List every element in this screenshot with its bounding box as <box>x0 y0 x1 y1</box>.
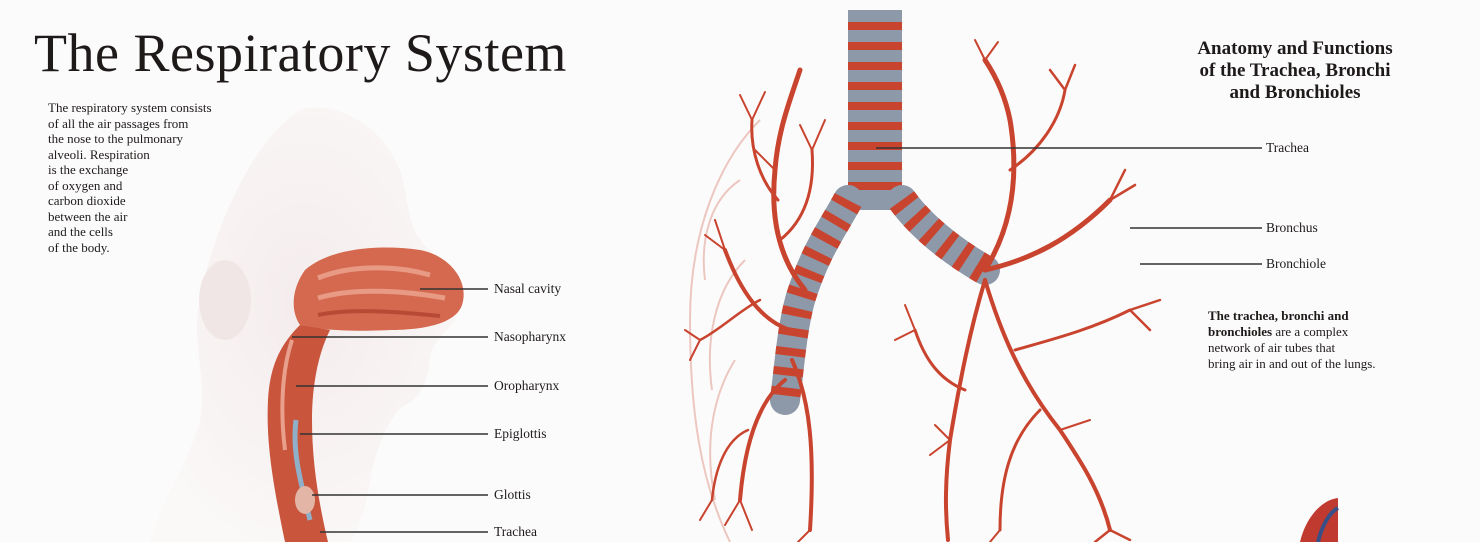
intro-line: carbon dioxide <box>48 193 308 209</box>
desc-bold: The trachea, bronchi and <box>1208 308 1349 323</box>
label-trachea-right: Trachea <box>1266 140 1309 156</box>
desc-text: are a complex <box>1272 324 1348 339</box>
label-epiglottis: Epiglottis <box>494 426 547 442</box>
section-title-line: and Bronchioles <box>1140 82 1450 104</box>
main-bronchi <box>785 200 985 400</box>
intro-line: of the body. <box>48 240 308 256</box>
intro-line: The respiratory system consists <box>48 100 308 116</box>
label-bronchus: Bronchus <box>1266 220 1318 236</box>
intro-line: of all the air passages from <box>48 116 308 132</box>
label-bronchiole: Bronchiole <box>1266 256 1326 272</box>
section-title-line: of the Trachea, Bronchi <box>1140 60 1450 82</box>
faint-lung-shadow <box>690 120 760 542</box>
label-oropharynx: Oropharynx <box>494 378 559 394</box>
intro-line: between the air <box>48 209 308 225</box>
intro-line: of oxygen and <box>48 178 308 194</box>
page-title: The Respiratory System <box>34 22 567 84</box>
label-trachea-left: Trachea <box>494 524 537 540</box>
section-title-line: Anatomy and Functions <box>1140 38 1450 60</box>
airway-description: The trachea, bronchi and bronchioles are… <box>1208 308 1478 372</box>
label-nasopharynx: Nasopharynx <box>494 329 566 345</box>
label-nasal-cavity: Nasal cavity <box>494 281 561 297</box>
desc-line: network of air tubes that <box>1208 340 1478 356</box>
intro-line: is the exchange <box>48 162 308 178</box>
desc-bold-2: bronchioles <box>1208 324 1272 339</box>
label-glottis: Glottis <box>494 487 531 503</box>
intro-line: the nose to the pulmonary <box>48 131 308 147</box>
intro-line: and the cells <box>48 224 308 240</box>
right-bronchiole-tree <box>895 40 1160 542</box>
trachea-shape <box>848 10 902 210</box>
desc-line: bring air in and out of the lungs. <box>1208 356 1478 372</box>
intro-text: The respiratory system consists of all t… <box>48 100 308 255</box>
heart-fragment <box>1300 498 1338 542</box>
intro-line: alveoli. Respiration <box>48 147 308 163</box>
section-title: Anatomy and Functions of the Trachea, Br… <box>1140 38 1450 104</box>
